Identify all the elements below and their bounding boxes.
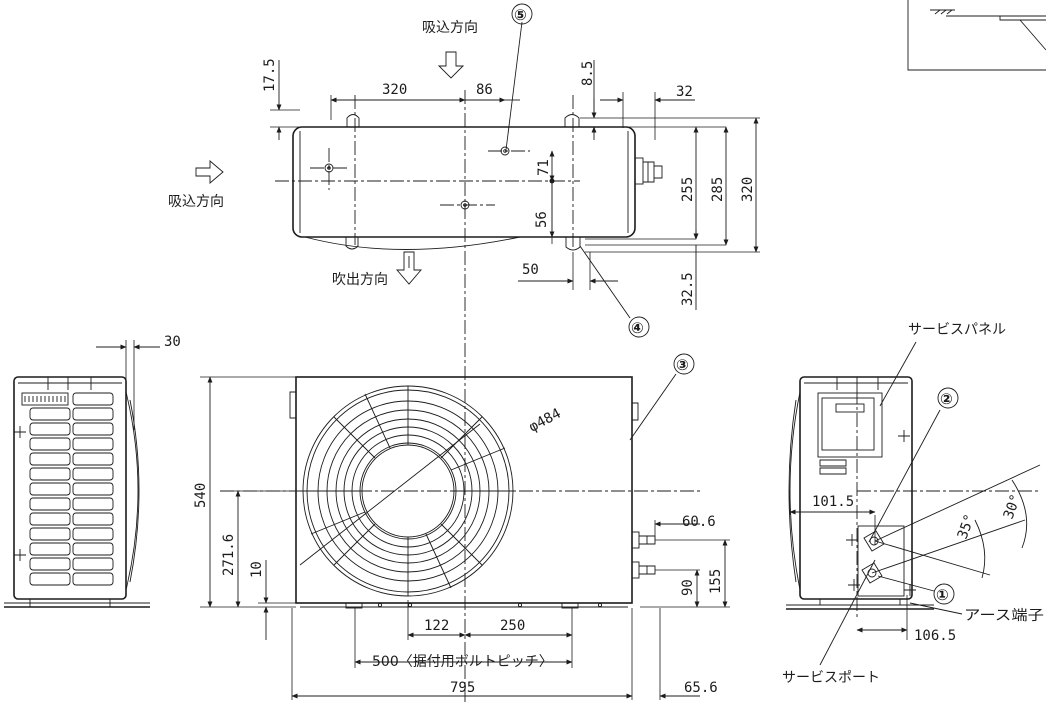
grille-slot: [29, 452, 71, 466]
left-dims: [96, 340, 160, 430]
marker-5-text: ⑤: [514, 6, 527, 24]
grille-slot: [29, 512, 71, 526]
grille-slots: [29, 392, 114, 586]
dim-90: 90: [680, 579, 696, 596]
grille-slot: [72, 557, 114, 571]
grille-slot: [29, 467, 71, 481]
dim-50: 50: [522, 262, 539, 278]
left-side-view: [4, 376, 150, 608]
bolt-pitch-label: 500〈据付用ボルトピッチ〉: [372, 654, 553, 670]
front-view: [220, 376, 700, 609]
grille-slot: [72, 467, 114, 481]
dim-65-6: 65.6: [684, 680, 718, 696]
grille-slot: [29, 422, 71, 436]
earth-terminal-label: アース端子: [964, 608, 1044, 624]
dim-255: 255: [680, 177, 696, 202]
dim-30: 30: [164, 334, 181, 350]
dim-32: 32: [676, 84, 693, 100]
dim-71: 71: [536, 159, 552, 176]
grille-slot: [29, 407, 71, 421]
marker-1-text: ①: [936, 586, 949, 604]
suction-arrow-top: [437, 51, 465, 79]
marker-5: ⑤: [511, 3, 533, 25]
service-panel-label: サービスパネル: [908, 322, 1006, 338]
grille-slot: [29, 557, 71, 571]
dim-56: 56: [534, 211, 550, 228]
marker-2: ②: [937, 387, 959, 409]
grille-slot: [72, 527, 114, 541]
dim-320-vertical: 320: [740, 177, 756, 202]
grille-slot: [29, 497, 71, 511]
marker-4-text: ④: [631, 319, 644, 337]
dim-155: 155: [708, 569, 724, 594]
right-side-view: [786, 341, 1041, 666]
angle-30: 30°: [1001, 492, 1025, 521]
dim-101-5: 101.5: [812, 494, 854, 510]
grille-slot: [29, 572, 71, 586]
grille-slot: [29, 542, 71, 556]
marker-2-text: ②: [940, 390, 953, 408]
dim-795: 795: [450, 680, 475, 696]
marker-3-text: ③: [676, 356, 689, 374]
marker-1: ①: [933, 583, 955, 605]
dim-60-6: 60.6: [682, 514, 716, 530]
dim-122: 122: [424, 618, 449, 634]
dim-32-5: 32.5: [680, 272, 696, 306]
marker-3: ③: [673, 353, 695, 375]
grille-slot: [29, 482, 71, 496]
grille-slot: [29, 437, 71, 451]
grille-slot: [72, 452, 114, 466]
grille-slot: [29, 527, 71, 541]
detail-frame: [907, 0, 1046, 71]
suction-direction-label-top: 吸込方向: [422, 20, 478, 36]
dim-250: 250: [500, 618, 525, 634]
discharge-direction-label: 吹出方向: [332, 272, 388, 288]
front-dims: [200, 373, 730, 700]
grille-slot: [72, 497, 114, 511]
grille-slot: [72, 542, 114, 556]
marker-4: ④: [628, 316, 650, 338]
service-port-label: サービスポート: [782, 670, 880, 686]
suction-arrow-left: [195, 160, 224, 184]
dim-540: 540: [193, 483, 209, 508]
discharge-arrow: [396, 251, 422, 285]
top-view: [270, 21, 760, 704]
dim-106-5: 106.5: [914, 628, 956, 644]
grille-slot: [72, 392, 114, 406]
dim-10: 10: [249, 561, 265, 578]
grille-slot: [72, 512, 114, 526]
grille-slot: [72, 437, 114, 451]
dim-phi-484: φ484: [526, 406, 563, 436]
suction-direction-label-left: 吸込方向: [168, 194, 224, 210]
dim-320-top: 320: [382, 82, 407, 98]
dim-8-5: 8.5: [580, 61, 596, 86]
dim-285: 285: [710, 177, 726, 202]
grille-slot: [72, 407, 114, 421]
grille-slot: [72, 482, 114, 496]
dim-86: 86: [476, 82, 493, 98]
dim-17-5: 17.5: [262, 58, 278, 92]
dim-271-6: 271.6: [221, 534, 237, 576]
grille-slot: [72, 572, 114, 586]
grille-slot: [72, 422, 114, 436]
